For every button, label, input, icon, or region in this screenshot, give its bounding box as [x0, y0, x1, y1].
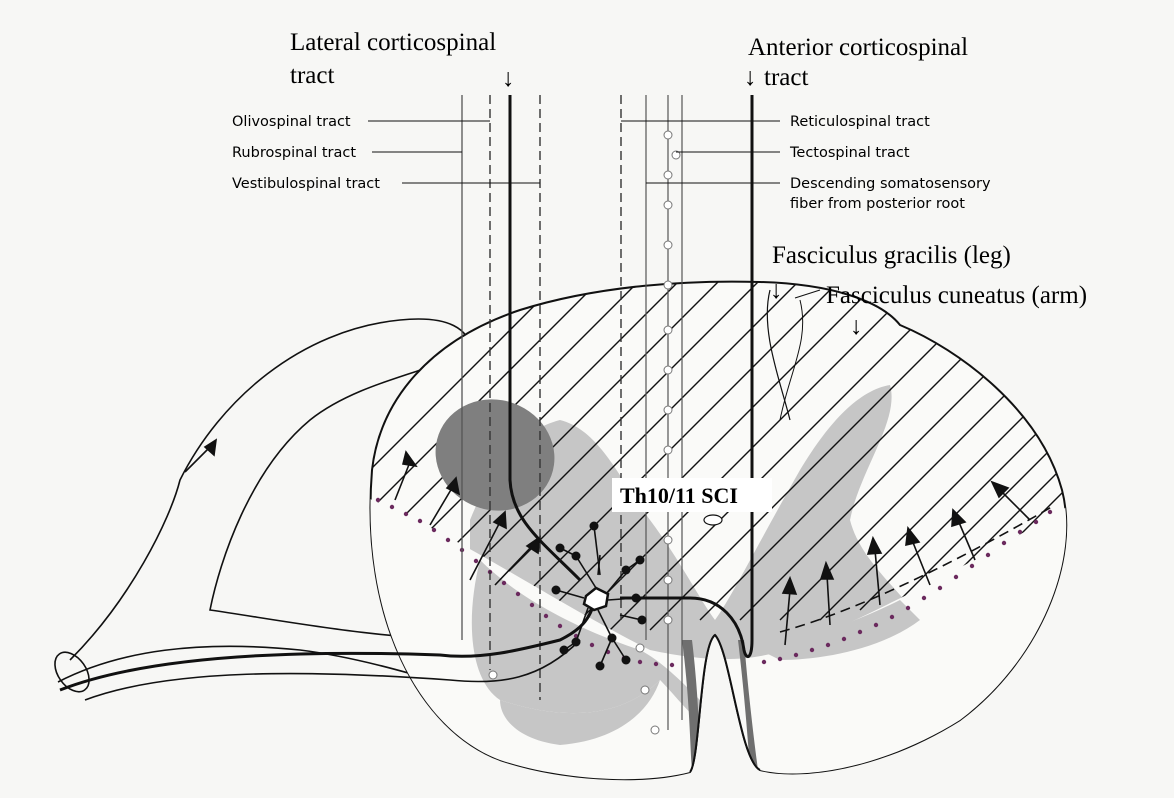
anterior-corticospinal-fiber [620, 95, 754, 659]
label-leaders [368, 120, 821, 299]
ascending-arrows [394, 450, 1031, 646]
descending-somatosensory-label-line1: Descending somatosensory [790, 176, 991, 192]
lateral-corticospinal-title-line1: Lateral corticospinal [290, 29, 496, 56]
olivospinal-label: Olivospinal tract [232, 114, 351, 130]
fasciculus-cuneatus-label: Fasciculus cuneatus (arm) [826, 282, 1087, 309]
fasciculus-gracilis-label: Fasciculus gracilis (leg) [772, 242, 1011, 269]
lesion-edge-dashed [779, 504, 1056, 633]
spinal-cord [369, 280, 1068, 781]
root-direction-arrow [184, 438, 218, 473]
fasciculus-cuneatus-arrow: ↓ [850, 313, 863, 340]
anterior-corticospinal-arrow: ↓ [744, 64, 757, 91]
lesion-boundary-dots [375, 497, 1053, 668]
vestibulospinal-label: Vestibulospinal tract [232, 176, 380, 192]
lateral-corticospinal-title-line2: tract [290, 62, 334, 89]
fasciculus-gracilis-arrow: ↓ [770, 277, 783, 304]
lesion-label-background [612, 478, 772, 512]
rubrospinal-label: Rubrospinal tract [232, 145, 356, 161]
anterior-median-fissure [689, 633, 761, 773]
reticulospinal-label: Reticulospinal tract [790, 114, 930, 130]
motor-neuron-cluster [551, 521, 647, 671]
lateral-corticospinal-arrow: ↓ [502, 65, 515, 92]
descending-somatosensory-label-line2: fiber from posterior root [790, 196, 965, 212]
central-canal [703, 514, 723, 526]
tectospinal-beads [488, 130, 681, 735]
lateral-corticospinal-fiber [508, 95, 582, 582]
lesion-label: Th10/11 SCI [620, 483, 738, 508]
lateral-corticospinal-area [435, 399, 555, 511]
tectospinal-label: Tectospinal tract [789, 145, 910, 161]
anterior-corticospinal-title-line1: Anterior corticospinal [748, 34, 968, 61]
anterior-corticospinal-title-line2: tract [764, 64, 808, 91]
